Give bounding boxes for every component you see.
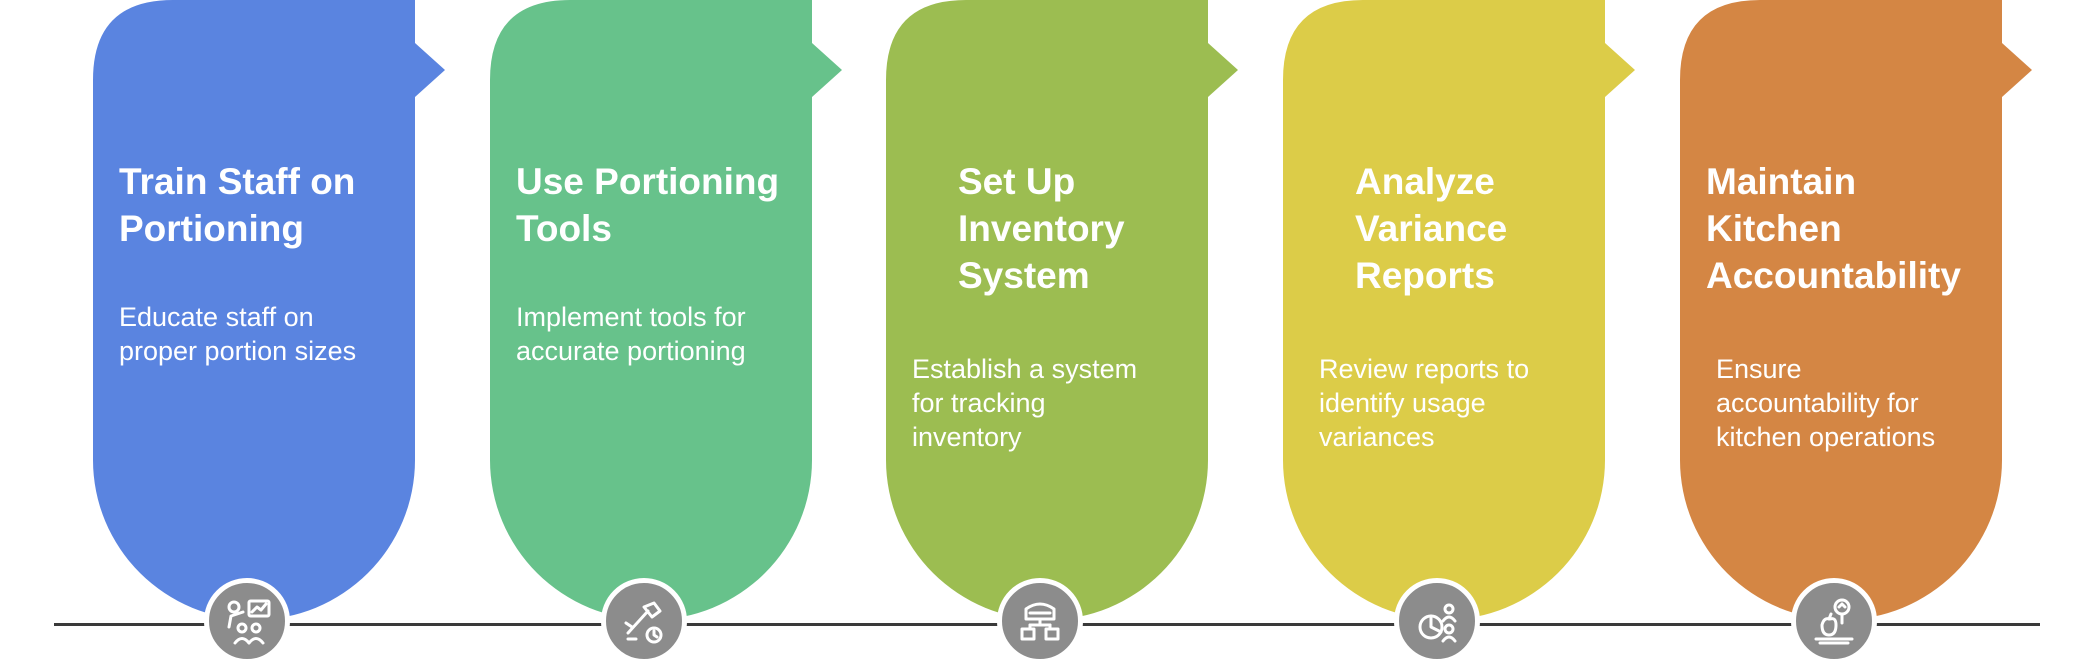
step-card [886, 0, 1246, 620]
step-kitchen-accountability: Maintain Kitchen Accountability Ensure a… [1680, 0, 2040, 666]
badge [1791, 578, 1877, 664]
step-variance-reports: Analyze Variance Reports Review reports … [1283, 0, 1643, 666]
step-card [93, 0, 453, 620]
step-card [490, 0, 850, 620]
inventory-system-icon [1020, 602, 1060, 641]
step-description: Establish a system for tracking inventor… [912, 354, 1138, 452]
portioning-tools-icon [624, 601, 663, 644]
step-card [1680, 0, 2040, 620]
step-portioning-tools: Use Portioning Tools Implement tools for… [490, 0, 850, 666]
step-train-staff: Train Staff on Portioning Educate staff … [93, 0, 453, 666]
badge [1394, 578, 1480, 664]
step-description: Educate staff on proper portion sizes [119, 302, 357, 366]
badge [204, 578, 290, 664]
step-card [1283, 0, 1643, 620]
variance-report-icon [1418, 603, 1457, 643]
step-description: Review reports to identify usage varianc… [1319, 354, 1530, 452]
kitchen-accountability-icon [1814, 598, 1854, 645]
step-title: Maintain Kitchen Accountability [1706, 161, 1961, 296]
step-title: Use Portioning Tools [516, 161, 780, 249]
badge [997, 578, 1083, 664]
step-description: Implement tools for accurate portioning [516, 302, 746, 366]
step-title: Set Up Inventory System [958, 161, 1125, 296]
training-icon [227, 599, 271, 645]
step-title: Analyze Variance Reports [1355, 161, 1508, 296]
badge [601, 578, 687, 664]
step-inventory-system: Set Up Inventory System Establish a syst… [886, 0, 1246, 666]
step-title: Train Staff on Portioning [119, 161, 356, 249]
step-description: Ensure accountability for kitchen operat… [1716, 354, 1936, 452]
